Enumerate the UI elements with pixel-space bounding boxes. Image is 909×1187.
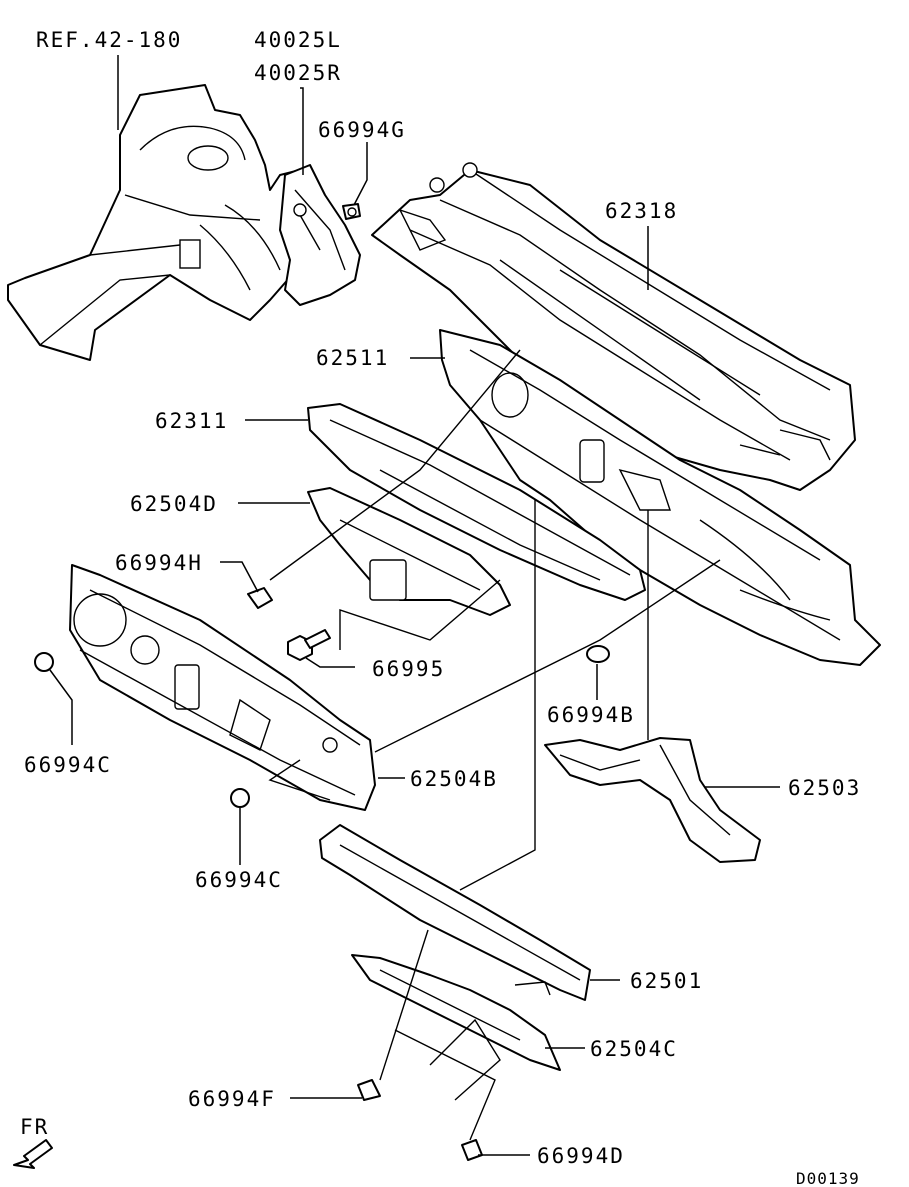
part-62511-dash-panel bbox=[439, 329, 881, 666]
label-66994D: 66994D bbox=[537, 1144, 625, 1168]
label-62504C: 62504C bbox=[590, 1037, 678, 1061]
part-66994H-clip bbox=[247, 587, 273, 609]
diagram-code: D00139 bbox=[796, 1169, 860, 1187]
label-62504D: 62504D bbox=[130, 492, 218, 516]
part-62501-crossmember bbox=[319, 824, 591, 1001]
label-62318: 62318 bbox=[605, 199, 678, 223]
label-66994H: 66994H bbox=[115, 551, 203, 575]
label-62311: 62311 bbox=[155, 409, 228, 433]
front-indicator: FR bbox=[13, 1115, 53, 1169]
callout-labels: REF.42-180 40025L 40025R 66994G 62318 62… bbox=[24, 28, 861, 1168]
label-66994F: 66994F bbox=[188, 1087, 276, 1111]
label-66994C-left: 66994C bbox=[24, 753, 112, 777]
body-reference-outline bbox=[7, 84, 306, 361]
label-62501: 62501 bbox=[630, 969, 703, 993]
part-40025-bracket bbox=[279, 164, 361, 306]
part-66994D-clip bbox=[461, 1139, 483, 1161]
label-ref-42-180: REF.42-180 bbox=[36, 28, 182, 52]
label-62504B: 62504B bbox=[410, 767, 498, 791]
label-62503: 62503 bbox=[788, 776, 861, 800]
part-62504C-lower-insulator bbox=[351, 954, 561, 1071]
front-arrow-icon bbox=[13, 1139, 53, 1169]
label-66994G: 66994G bbox=[318, 118, 406, 142]
label-66994B: 66994B bbox=[547, 703, 635, 727]
part-66995-bolt bbox=[287, 629, 331, 661]
part-62318-cowl-top bbox=[371, 162, 856, 491]
label-40025L: 40025L bbox=[254, 28, 342, 52]
part-62311-cowl-inner bbox=[307, 403, 646, 601]
part-66994B-grommet bbox=[586, 645, 610, 663]
label-40025R: 40025R bbox=[254, 61, 342, 85]
part-66994C-clip-bottom bbox=[230, 788, 250, 808]
part-66994C-clip-left bbox=[34, 652, 54, 672]
part-62504B-dash-insulator bbox=[69, 564, 376, 811]
part-62504D-insulator bbox=[307, 487, 511, 616]
part-66994G-clip bbox=[342, 203, 361, 220]
front-indicator-label: FR bbox=[20, 1115, 49, 1139]
part-62503-tunnel-insulator bbox=[544, 737, 761, 863]
label-66995: 66995 bbox=[372, 657, 445, 681]
part-66994F-clip bbox=[357, 1079, 381, 1101]
leader-lines bbox=[49, 55, 780, 1156]
label-62511: 62511 bbox=[316, 346, 389, 370]
label-66994C-bottom: 66994C bbox=[195, 868, 283, 892]
